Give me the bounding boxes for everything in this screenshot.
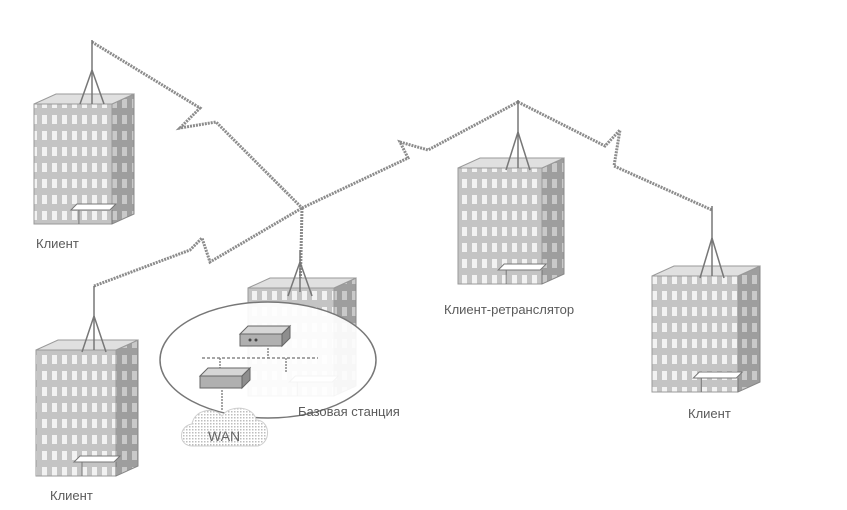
radio-links: [91, 40, 713, 301]
antenna-top-left: [79, 40, 105, 105]
wan-cloud: [181, 407, 268, 447]
antenna-base-station: [287, 250, 313, 297]
label-base-station: Базовая станция: [298, 404, 400, 419]
link-right-client: [517, 100, 713, 212]
lan-ellipse: [159, 301, 377, 419]
link-top-left-client: [91, 40, 304, 210]
building-bottom-left: [35, 339, 139, 477]
label-client-right: Клиент: [688, 406, 731, 421]
antennas: [79, 40, 725, 353]
building-right: [651, 265, 761, 393]
base-station-lan: [159, 301, 377, 419]
label-wan: WAN: [208, 428, 241, 444]
antenna-right: [699, 206, 725, 279]
link-bottom-left-client: [93, 206, 303, 288]
label-client-repeater: Клиент-ретранслятор: [444, 302, 575, 317]
building-repeater: [457, 157, 565, 285]
label-client-top-left: Клиент: [36, 236, 79, 251]
antenna-bottom-left: [81, 286, 107, 353]
antenna-repeater: [505, 100, 531, 171]
label-client-bottom-left: Клиент: [50, 488, 93, 503]
buildings: [33, 93, 761, 477]
router-icon: [238, 324, 292, 348]
modem-icon: [198, 366, 252, 390]
link-repeater: [301, 100, 519, 210]
building-top-left: [33, 93, 135, 225]
